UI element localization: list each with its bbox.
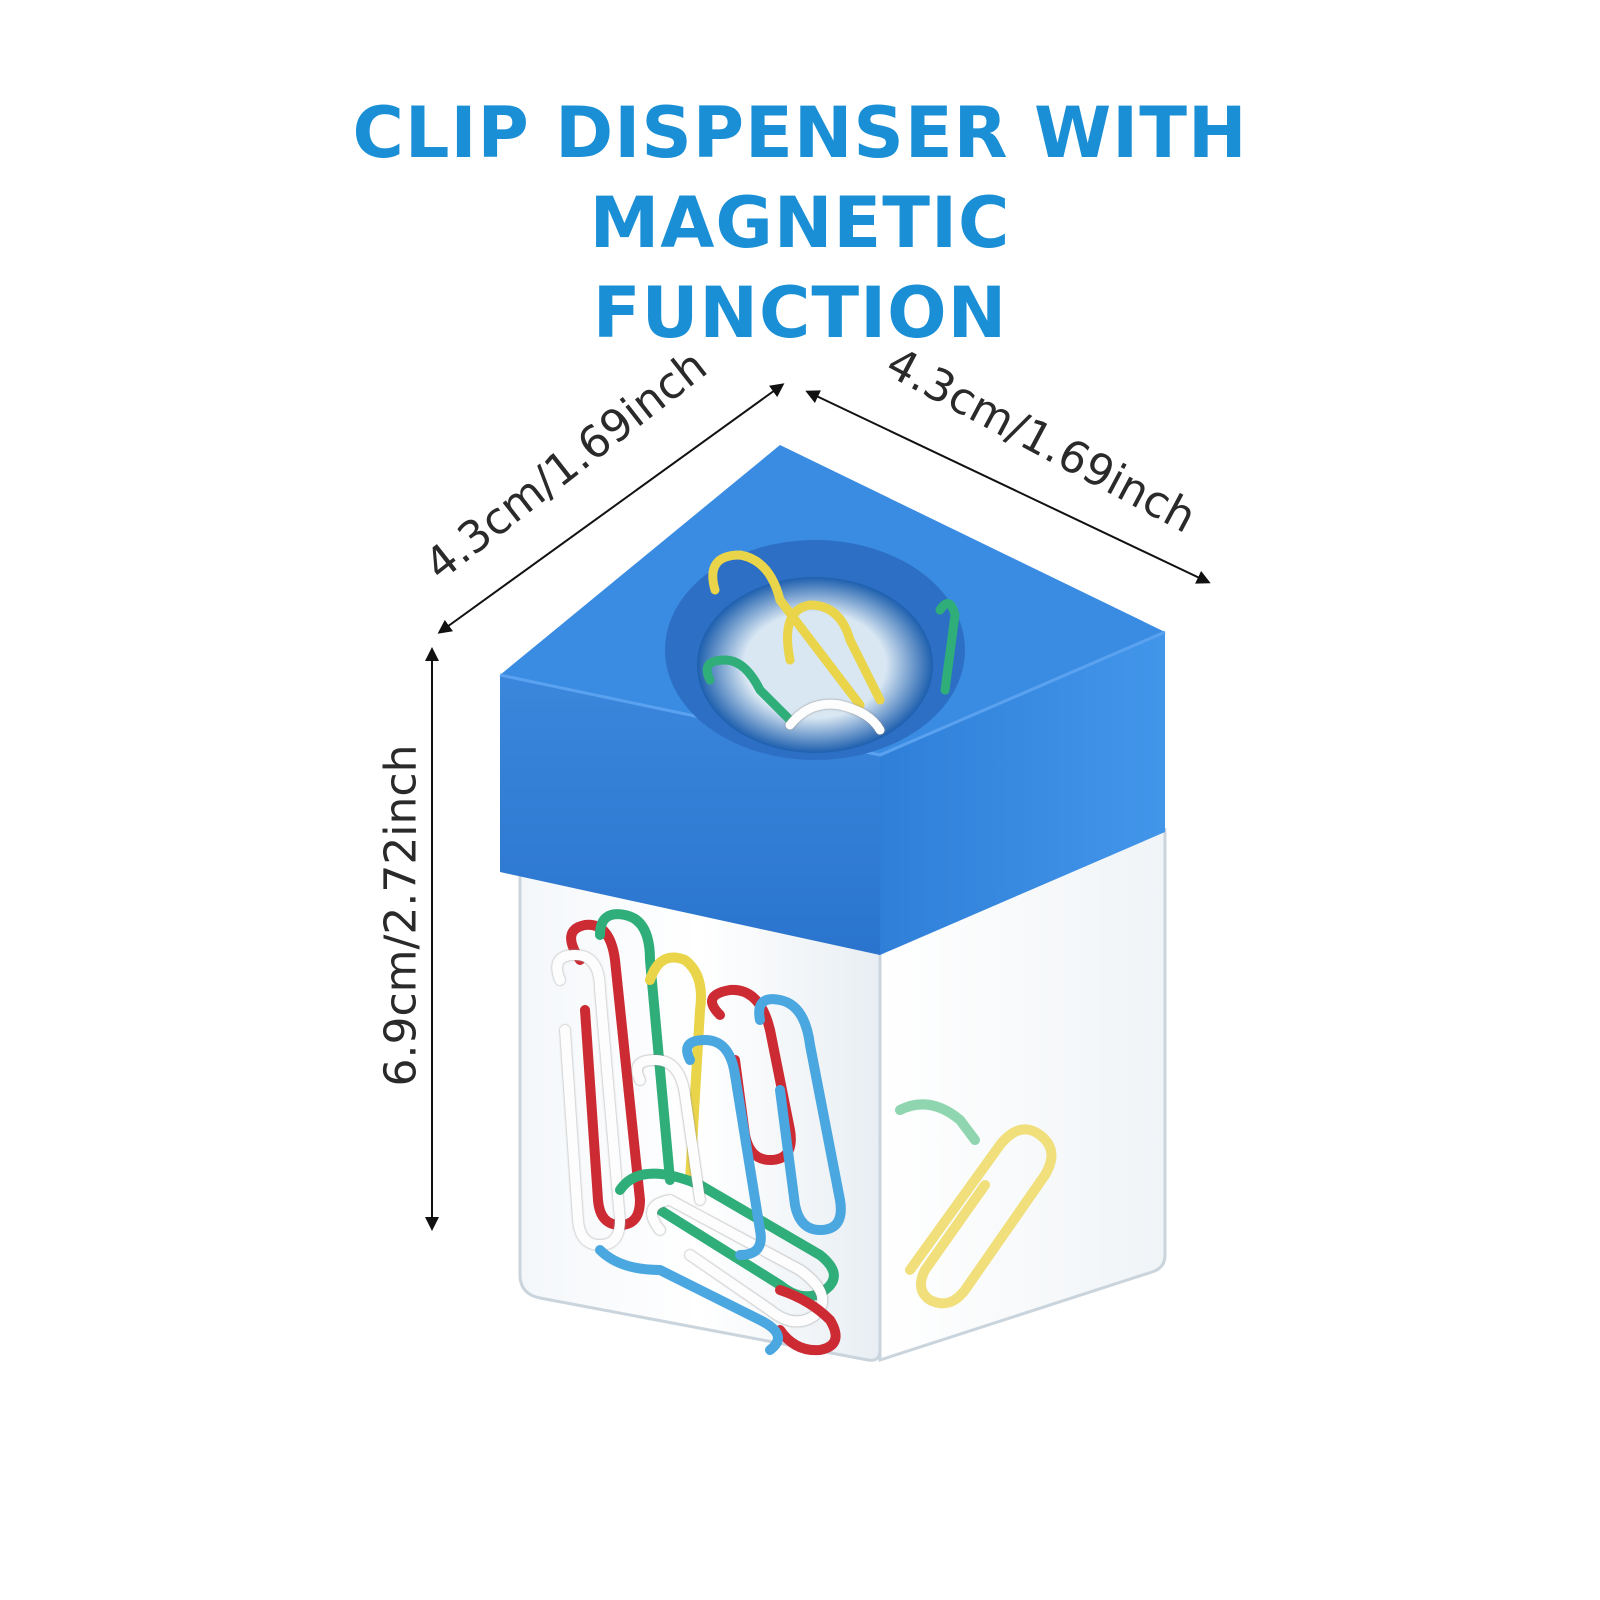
title-line-1: CLIP DISPENSER WITH MAGNETIC	[352, 92, 1248, 264]
paper-clips-pile	[552, 909, 846, 1356]
width-left-arrow	[437, 383, 785, 634]
page-title: CLIP DISPENSER WITH MAGNETIC FUNCTION	[150, 88, 1450, 358]
side-clips	[895, 1099, 1057, 1309]
title-line-2: FUNCTION	[592, 272, 1008, 354]
height-label: 6.9cm/2.72inch	[375, 744, 427, 1087]
magnet-clips	[702, 550, 960, 735]
lid-side	[880, 632, 1165, 955]
width-right-arrow	[805, 390, 1211, 584]
